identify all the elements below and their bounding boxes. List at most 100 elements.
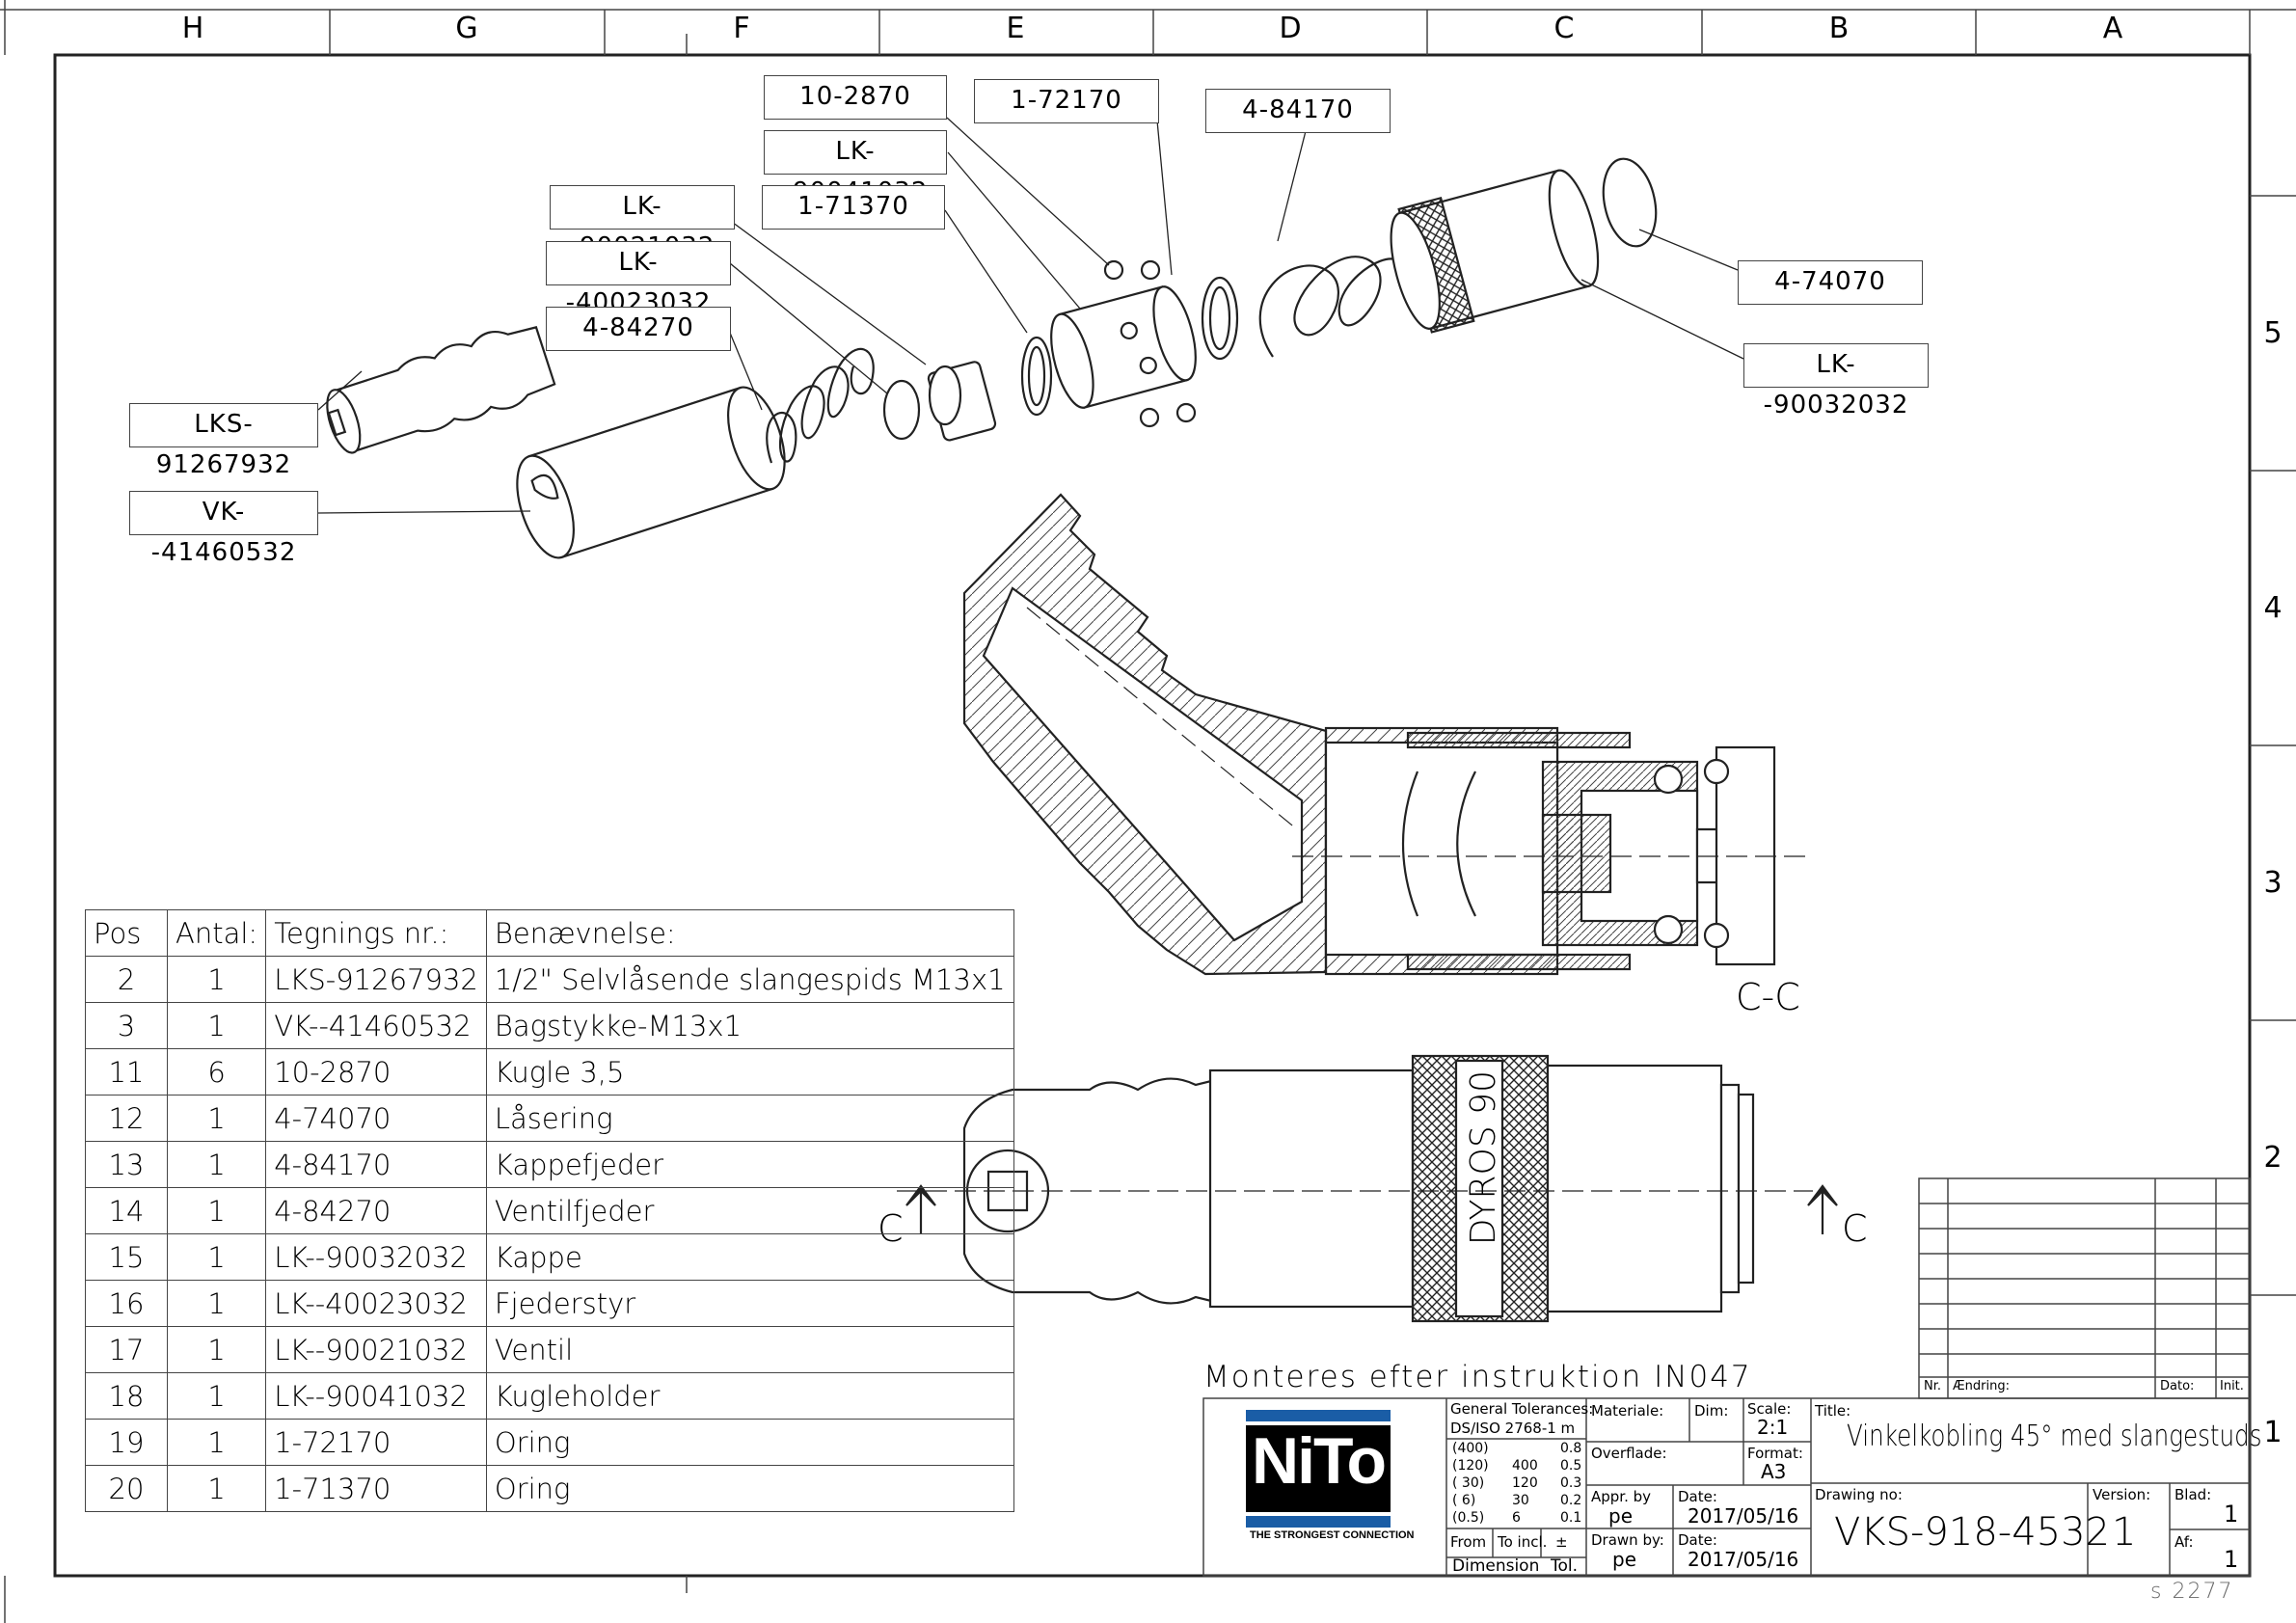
tol-cell: 6: [1512, 1510, 1521, 1526]
zone-letter-g: G: [455, 12, 478, 45]
bom-cell-name: Kappe: [485, 1233, 1014, 1281]
tol-cell: ( 6): [1452, 1493, 1476, 1508]
callout-4-84270: 4-84270: [546, 307, 731, 351]
bom-cell-drawing-no: VK--41460532: [265, 1002, 487, 1049]
zone-letter-c: C: [1553, 12, 1575, 45]
drawn-date-value: 2017/05/16: [1688, 1548, 1799, 1571]
rev-header-nr: Nr.: [1924, 1379, 1942, 1393]
bom-cell-name: Bagstykke-M13x1: [485, 1002, 1014, 1049]
sheet-value: 1: [2224, 1501, 2239, 1528]
zone-letter-b: B: [1828, 12, 1850, 45]
callout-lk-40023032: LK--40023032: [546, 241, 731, 317]
tol-pm-label: ±: [1555, 1533, 1568, 1551]
bom-cell-qty: 1: [166, 1095, 267, 1142]
material-label: Materiale:: [1591, 1402, 1664, 1420]
bom-cell-qty: 6: [166, 1048, 267, 1096]
bom-cell-drawing-no: LK--90021032: [265, 1326, 487, 1373]
zone-letter-h: H: [181, 12, 204, 45]
tol-head: General Tolerances:: [1450, 1400, 1594, 1418]
of-value: 1: [2224, 1546, 2239, 1573]
scale-label: Scale:: [1747, 1400, 1792, 1418]
bom-cell-qty: 1: [166, 956, 267, 1003]
surface-label: Overflade:: [1591, 1445, 1667, 1462]
logo-tagline: THE STRONGEST CONNECTION: [1250, 1529, 1415, 1541]
zone-letter-a: A: [2102, 12, 2123, 45]
callout-1-71370: 1-71370: [762, 185, 945, 230]
bom-cell-pos: 16: [85, 1280, 168, 1327]
bom-cell-drawing-no: 4-74070: [265, 1095, 487, 1142]
format-value: A3: [1761, 1460, 1787, 1483]
tol-label: Tol.: [1551, 1556, 1579, 1576]
approved-by-value: pe: [1608, 1504, 1633, 1528]
callout-10-2870: 10-2870: [764, 75, 947, 120]
approved-by-label: Appr. by: [1591, 1488, 1652, 1505]
bom-cell-qty: 1: [166, 1465, 267, 1512]
bom-cell-pos: 19: [85, 1419, 168, 1466]
bom-cell-qty: 1: [166, 1002, 267, 1049]
bom-cell-drawing-no: 1-71370: [265, 1465, 487, 1512]
bom-header-name: Benævnelse:: [485, 909, 1014, 957]
of-label: Af:: [2174, 1533, 2194, 1551]
scale-value: 2:1: [1757, 1416, 1789, 1439]
drawn-by-value: pe: [1612, 1548, 1636, 1571]
zone-number-4: 4: [2263, 591, 2282, 625]
bom-cell-drawing-no: 10-2870: [265, 1048, 487, 1096]
bom-cell-pos: 13: [85, 1141, 168, 1188]
assembly-note: Monteres efter instruktion IN047: [1203, 1360, 1752, 1394]
bom-cell-name: 1/2" Selvlåsende slangespids M13x1: [485, 956, 1014, 1003]
rev-header-change: Ændring:: [1953, 1379, 2010, 1393]
callout-4-84170: 4-84170: [1205, 89, 1391, 133]
zone-number-5: 5: [2263, 316, 2282, 350]
bom-cell-pos: 14: [85, 1187, 168, 1234]
drawing-number: VKS-918-4532: [1834, 1510, 2110, 1555]
bom-cell-qty: 1: [166, 1326, 267, 1373]
bom-cell-qty: 1: [166, 1141, 267, 1188]
tol-cell: 0.3: [1560, 1475, 1582, 1491]
bom-cell-name: Fjederstyr: [485, 1280, 1014, 1327]
tol-cell: (120): [1452, 1458, 1489, 1474]
callout-4-74070: 4-74070: [1738, 260, 1923, 305]
bom-header-row: Pos Antal: Tegnings nr.: Benævnelse:: [85, 909, 1014, 957]
bom-cell-name: Kugle 3,5: [485, 1048, 1014, 1096]
tol-cell: 0.8: [1560, 1441, 1582, 1456]
callout-lks-91267932: LKS-91267932: [129, 403, 318, 479]
sheet-reference: s 2277: [2150, 1580, 2234, 1604]
cut-label-right: C: [1842, 1207, 1868, 1250]
tol-cell: 0.5: [1560, 1458, 1582, 1474]
bom-cell-pos: 2: [85, 956, 168, 1003]
section-view-label: C-C: [1736, 976, 1800, 1018]
drawn-date-label: Date:: [1678, 1531, 1717, 1549]
bom-cell-drawing-no: LK--90032032: [265, 1233, 487, 1281]
zone-number-1: 1: [2263, 1416, 2282, 1449]
rev-header-date: Dato:: [2160, 1379, 2195, 1393]
callout-1-72170: 1-72170: [974, 79, 1159, 123]
zone-letter-e: E: [1006, 12, 1025, 45]
tol-cell: (0.5): [1452, 1510, 1485, 1526]
bom-cell-name: Ventilfjeder: [485, 1187, 1014, 1234]
tol-cell: 120: [1512, 1475, 1538, 1491]
dimension-label: Dimension: [1452, 1556, 1540, 1576]
version-value: 1: [2112, 1510, 2137, 1555]
approved-date-label: Date:: [1678, 1488, 1717, 1505]
rev-header-init: Init.: [2220, 1379, 2244, 1393]
format-label: Format:: [1747, 1445, 1803, 1462]
zone-number-2: 2: [2263, 1141, 2282, 1175]
dim-label: Dim:: [1694, 1402, 1729, 1420]
tol-from-label: From: [1450, 1533, 1487, 1551]
tol-to-label: To incl.: [1498, 1533, 1548, 1551]
